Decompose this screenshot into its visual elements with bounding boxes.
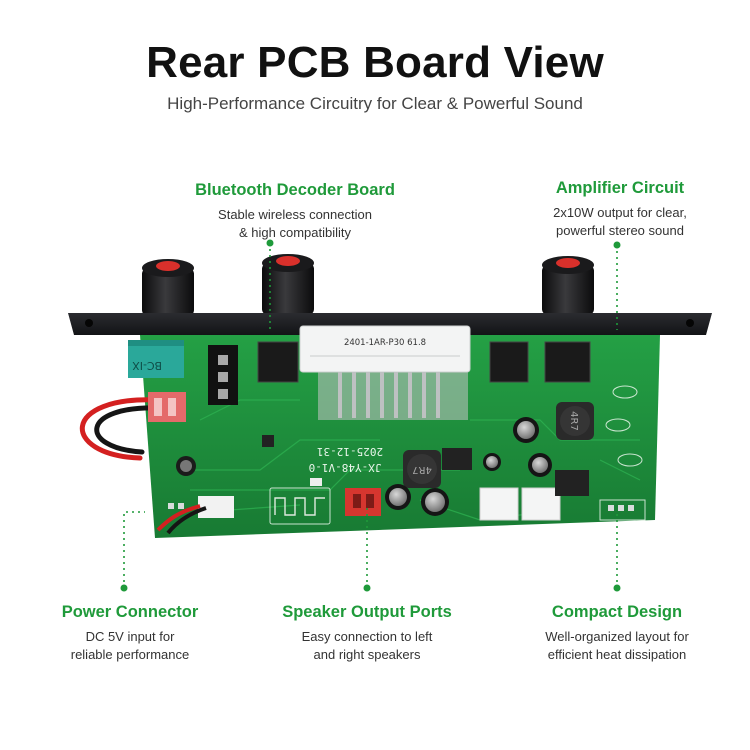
callout-desc-line1: Stable wireless connection	[218, 207, 372, 222]
inductor: 4R7	[556, 402, 594, 440]
callout-title: Speaker Output Ports	[282, 603, 452, 621]
antenna-trace	[274, 497, 325, 516]
front-panel	[68, 313, 712, 335]
leader-lines	[123, 243, 618, 588]
callout-desc-line2: & high compatibility	[239, 225, 351, 240]
capacitor	[421, 488, 449, 516]
callout-title: Bluetooth Decoder Board	[195, 181, 395, 199]
callout-desc-line2: efficient heat dissipation	[547, 647, 687, 662]
callout-bluetooth: Bluetooth Decoder Board Stable wireless …	[170, 181, 420, 242]
svg-text:4R7: 4R7	[568, 411, 579, 431]
module-label: BC-IX	[132, 359, 162, 372]
ic-chip	[555, 470, 589, 496]
model-label: JX-Y48-V1-0	[309, 461, 382, 474]
callout-amplifier: Amplifier Circuit 2x10W output for clear…	[520, 179, 720, 240]
capacitor	[385, 484, 411, 510]
power-connector	[148, 392, 186, 422]
callout-desc-line2: and right speakers	[313, 647, 421, 662]
callout-power: Power Connector DC 5V input for reliable…	[40, 603, 220, 664]
callout-title: Compact Design	[551, 603, 683, 621]
callout-desc-line1: Well-organized layout for	[545, 629, 689, 644]
capacitor	[528, 453, 552, 477]
callout-title: Power Connector	[61, 603, 199, 621]
capacitor	[483, 453, 501, 471]
callout-desc-line1: Easy connection to left	[301, 629, 433, 644]
callout-desc-line1: DC 5V input for	[85, 629, 175, 644]
ic-chip	[442, 448, 472, 470]
switch	[544, 341, 591, 383]
callout-desc-line2: powerful stereo sound	[556, 223, 684, 238]
page-title: Rear PCB Board View	[146, 38, 604, 87]
speaker-port-white	[521, 487, 561, 521]
speaker-port-red	[345, 488, 381, 516]
inductor: 4R7	[403, 450, 441, 488]
callout-speaker: Speaker Output Ports Easy connection to …	[262, 603, 472, 664]
page-subtitle: High-Performance Circuitry for Clear & P…	[167, 94, 583, 113]
pcb-board	[140, 335, 660, 538]
speaker-port-white	[479, 487, 519, 521]
date-label: 2025-12-31	[317, 445, 383, 458]
callout-desc-line1: 2x10W output for clear,	[553, 205, 687, 220]
knob	[142, 259, 194, 316]
knob	[262, 254, 314, 315]
callout-title: Amplifier Circuit	[555, 179, 685, 197]
bluetooth-module	[128, 340, 184, 378]
chip-label: 2401-1AR-P30 61.8	[344, 338, 426, 348]
capacitor	[513, 417, 539, 443]
power-wires	[80, 397, 163, 461]
knob	[542, 256, 594, 315]
power-input-connector	[198, 496, 234, 518]
switch	[489, 341, 529, 383]
callout-compact: Compact Design Well-organized layout for…	[512, 603, 722, 664]
main-connector	[299, 325, 471, 373]
callout-desc-line2: reliable performance	[70, 647, 190, 662]
svg-text:4R7: 4R7	[412, 464, 432, 475]
switch	[257, 341, 299, 383]
